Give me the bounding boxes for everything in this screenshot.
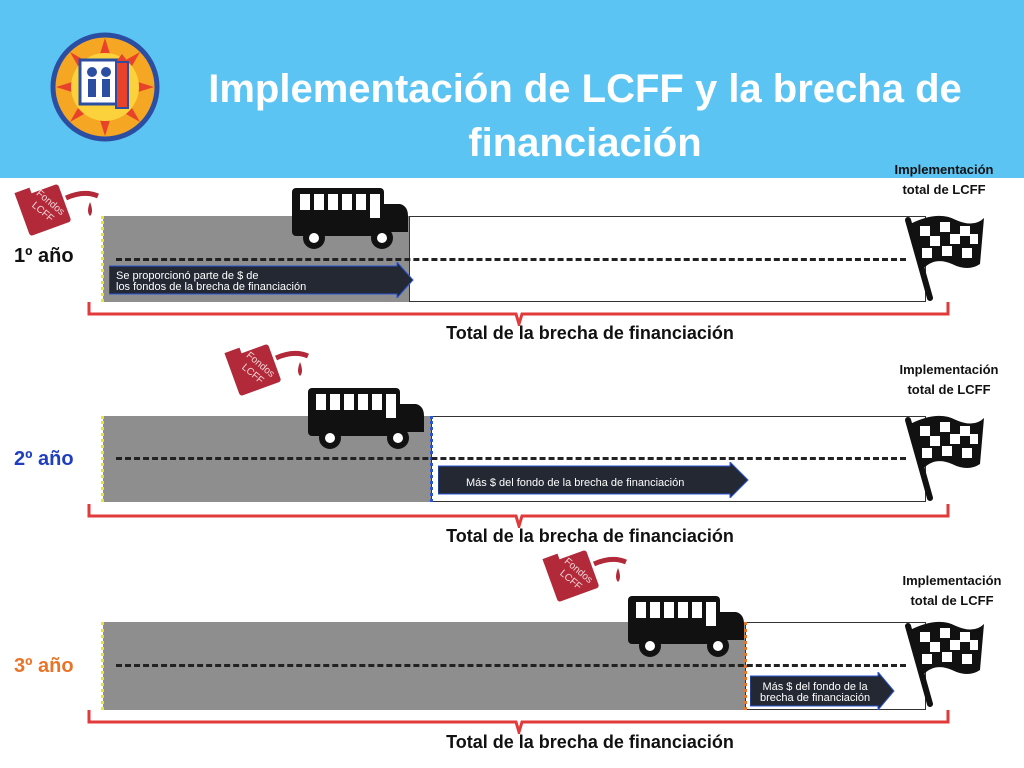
impl-line-2: total de LCFF <box>910 593 994 608</box>
dashed-lane-line <box>116 457 906 460</box>
title-line-2: financiación <box>468 121 702 165</box>
year-label: 1º año <box>14 245 74 267</box>
year-label: 2º año <box>14 448 74 470</box>
total-gap-label: Total de la brecha de financiación <box>446 323 734 343</box>
funding-arrow-text: Más $ del fondo de la brecha de financia… <box>466 478 684 489</box>
dashed-lane-line <box>116 258 906 261</box>
funding-arrow <box>438 462 749 498</box>
checkered-flag-icon <box>905 621 984 707</box>
full-implementation-label: Implementación total de LCFF <box>879 360 1019 400</box>
impl-line-1: Implementación <box>899 362 999 377</box>
dashed-lane-line <box>116 664 906 667</box>
arrow-text-line-1: Más $ del fondo de la brecha de financia… <box>466 477 685 489</box>
funding-arrow <box>750 672 895 710</box>
funding-arrow <box>109 262 414 298</box>
school-bus-icon <box>308 388 424 449</box>
page-title: Implementación de LCFF y la brecha de fi… <box>180 62 990 170</box>
arrow-text-line-1: Se proporcionó parte de $ de <box>116 270 259 282</box>
school-bus-icon <box>628 596 744 657</box>
gap-brace <box>87 710 950 734</box>
gap-brace <box>87 504 950 528</box>
year-label: 3º año <box>14 655 74 677</box>
school-bus-icon <box>292 188 408 249</box>
impl-line-2: total de LCFF <box>907 382 991 397</box>
arrow-text-line-1: Más $ del fondo de la <box>762 681 868 693</box>
fuel-can-icon <box>224 344 309 396</box>
start-line <box>101 216 104 302</box>
district-logo-icon <box>50 32 160 142</box>
arrow-text-line-2: los fondos de la brecha de financiación <box>116 281 307 293</box>
start-line <box>101 622 104 710</box>
arrow-text-line-2: brecha de financiación <box>760 692 871 704</box>
impl-line-1: Implementación <box>902 573 1002 588</box>
title-line-1: Implementación de LCFF y la brecha de <box>208 67 962 111</box>
full-implementation-label: Implementación total de LCFF <box>874 160 1014 200</box>
fuel-can-icon <box>542 550 627 602</box>
start-line <box>101 416 104 502</box>
full-implementation-label: Implementación total de LCFF <box>882 571 1022 611</box>
fuel-can-icon <box>14 184 99 236</box>
impl-line-2: total de LCFF <box>902 182 986 197</box>
total-gap-label: Total de la brecha de financiación <box>446 526 734 546</box>
header-banner: Implementación de LCFF y la brecha de fi… <box>0 0 1024 178</box>
funding-arrow-text: Se proporcionó parte de $ de los fondos … <box>116 271 306 293</box>
gap-brace <box>87 302 950 326</box>
checkered-flag-icon <box>905 415 984 501</box>
checkered-flag-icon <box>905 215 984 301</box>
total-gap-label: Total de la brecha de financiación <box>446 732 734 752</box>
impl-line-1: Implementación <box>894 162 994 177</box>
funding-arrow-text: Más $ del fondo de la brecha de financia… <box>760 682 870 704</box>
